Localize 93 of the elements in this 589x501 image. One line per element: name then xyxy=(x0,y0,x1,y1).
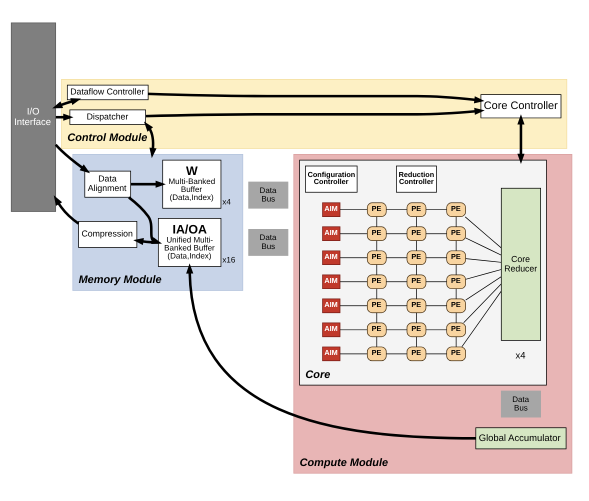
node-box: Data Bus xyxy=(248,228,288,256)
connector xyxy=(465,276,502,300)
connector xyxy=(416,288,417,299)
connector xyxy=(340,304,368,306)
connector xyxy=(340,352,368,354)
connector xyxy=(340,256,368,258)
node-box: PE xyxy=(366,226,387,240)
arrow xyxy=(517,114,525,164)
node-box: Dispatcher xyxy=(70,109,146,124)
node-box: AIM xyxy=(322,322,340,337)
connector xyxy=(426,280,447,282)
connector xyxy=(386,328,408,330)
connector xyxy=(416,336,417,347)
node-box: AIM xyxy=(322,202,340,216)
connector xyxy=(426,232,447,234)
connector xyxy=(376,312,378,323)
arrow xyxy=(130,180,166,188)
node-box: PE xyxy=(406,322,426,337)
node-box: AIM xyxy=(322,250,340,265)
node-box: Reduction Controller xyxy=(396,165,437,192)
node-box: PE xyxy=(366,298,387,313)
node-label: x4 xyxy=(515,350,526,362)
connector xyxy=(386,232,408,234)
connector xyxy=(461,290,502,347)
arrow xyxy=(54,194,80,224)
connector xyxy=(340,232,368,234)
node-box: Data Bus xyxy=(500,390,541,418)
arrow xyxy=(144,120,157,158)
node-box: PE xyxy=(446,346,466,361)
arrow xyxy=(146,107,485,117)
node-box: PE xyxy=(446,322,466,337)
node-box: PE xyxy=(406,250,426,265)
node-label: x16 xyxy=(222,255,236,264)
connector xyxy=(340,328,368,330)
arrow xyxy=(148,92,485,103)
node-box: PE xyxy=(366,250,387,265)
node-box: Dataflow Controller xyxy=(66,84,149,100)
connector xyxy=(386,352,408,354)
connector xyxy=(376,216,378,227)
node-box: AIM xyxy=(322,274,340,289)
connector xyxy=(465,268,502,280)
node-box: Core Controller xyxy=(480,94,562,118)
node-box: PE xyxy=(446,298,466,313)
connector xyxy=(416,312,417,323)
connector xyxy=(426,352,447,354)
connector xyxy=(426,304,447,306)
node-box: PE xyxy=(366,202,387,216)
arrow xyxy=(133,237,158,245)
connector xyxy=(386,208,408,210)
connector xyxy=(386,280,408,282)
connector xyxy=(340,208,368,210)
arrow xyxy=(186,262,476,440)
node-box: AIM xyxy=(322,346,340,361)
connector xyxy=(386,304,408,306)
connector xyxy=(465,258,502,262)
connector xyxy=(340,280,368,282)
node-box: PE xyxy=(406,226,426,240)
node-box: Configuration Controller xyxy=(305,165,358,192)
node-box: PE xyxy=(406,202,426,216)
node-box: Data Alignment xyxy=(84,170,132,198)
node-box: PE xyxy=(446,226,466,240)
connector xyxy=(426,208,447,210)
connector xyxy=(416,216,417,227)
node-box: PE xyxy=(366,346,387,361)
node-box: Data Bus xyxy=(248,181,288,208)
node-box: PE xyxy=(366,274,387,289)
connector xyxy=(386,256,408,258)
node-box: AIM xyxy=(322,298,340,313)
node-box: PE xyxy=(446,250,466,265)
node-box: Compression xyxy=(78,220,138,248)
connector xyxy=(376,264,378,275)
connector xyxy=(416,240,417,251)
connector xyxy=(426,256,447,258)
connector xyxy=(376,240,378,251)
node-box: PE xyxy=(406,274,426,289)
connector xyxy=(416,264,417,275)
connector xyxy=(465,237,502,255)
connector xyxy=(376,288,378,299)
node-box: PE xyxy=(446,202,466,216)
node-box: PE xyxy=(406,298,426,313)
node-box: Global Accumulator xyxy=(475,426,566,449)
connector xyxy=(463,283,502,323)
node-box: I/O Interface xyxy=(10,22,56,212)
connector xyxy=(464,216,502,248)
node-box: Core Reducer xyxy=(500,187,541,340)
connector xyxy=(426,328,447,330)
connector xyxy=(376,336,378,347)
node-box: PE xyxy=(446,274,466,289)
node-box: PE xyxy=(366,322,387,337)
node-box: PE xyxy=(406,346,426,361)
node-box: AIM xyxy=(322,226,340,240)
node-label: x4 xyxy=(222,196,231,206)
arrow xyxy=(52,98,82,108)
